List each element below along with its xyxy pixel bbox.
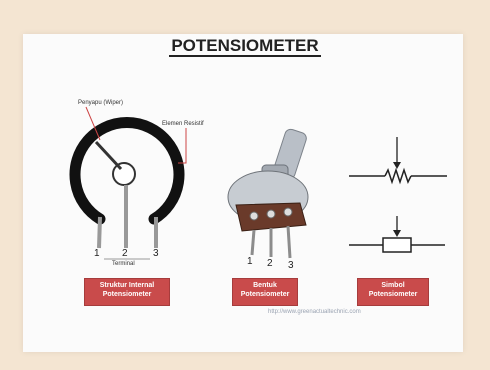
caption-internal-structure: Struktur Internal Potensiometer	[84, 278, 170, 306]
caption-symbol: Simbol Potensiometer	[357, 278, 429, 306]
terminal-label: Terminal	[112, 261, 135, 267]
physical-potentiometer	[228, 128, 308, 258]
resistive-element-label: Elemen Resistif	[162, 121, 204, 127]
schematic-symbols	[349, 137, 447, 252]
form-pin-number-1: 1	[247, 256, 253, 267]
watermark: http://www.greenactualtechnic.com	[268, 309, 361, 315]
internal-structure	[75, 107, 186, 259]
form-pin-number-3: 3	[288, 260, 294, 271]
caption-form: Bentuk Potensiometer	[232, 278, 298, 306]
wiper-label: Penyapu (Wiper)	[78, 100, 123, 106]
pin-number-2: 2	[122, 248, 128, 259]
pin-number-1: 1	[94, 248, 100, 259]
pin-number-3: 3	[153, 248, 159, 259]
form-pin-number-2: 2	[267, 258, 273, 269]
